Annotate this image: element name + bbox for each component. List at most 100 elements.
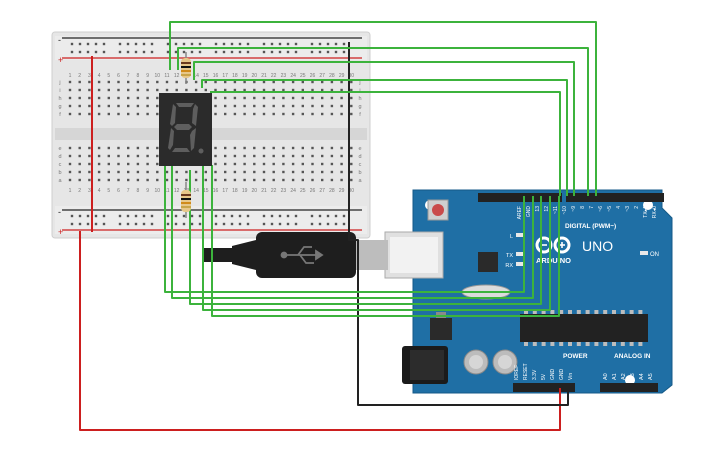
- digital-header-label: DIGITAL (PWM~): [565, 223, 616, 230]
- column-label: 19: [242, 188, 248, 194]
- row-label: g: [58, 104, 61, 110]
- column-label: 26: [310, 188, 316, 194]
- wire-green-9[interactable]: [202, 165, 551, 311]
- column-label: 18: [232, 73, 238, 79]
- led-l: [516, 233, 525, 237]
- column-label: 25: [300, 188, 306, 194]
- column-label: 11: [164, 188, 169, 194]
- column-label: 26: [310, 73, 316, 79]
- analog-pin-label: A3: [630, 373, 636, 380]
- column-label: 17: [222, 188, 228, 194]
- resistor-icon[interactable]: [181, 182, 191, 218]
- column-label: 20: [252, 73, 258, 79]
- column-label: 16: [213, 73, 219, 79]
- wire-5v-red[interactable]: [79, 231, 561, 431]
- wire-green-3[interactable]: [193, 61, 575, 196]
- power-jack[interactable]: [402, 346, 448, 384]
- column-label: 27: [319, 73, 325, 79]
- digital-pin-label: 4: [616, 206, 622, 209]
- column-label: 3: [88, 188, 91, 194]
- column-label: 24: [290, 73, 296, 79]
- rail-plus-label-bottom: +: [58, 227, 63, 237]
- column-label: 19: [242, 73, 248, 79]
- resistor-icon[interactable]: [181, 52, 191, 84]
- usb-cable[interactable]: [204, 231, 444, 279]
- column-label: 4: [98, 188, 101, 194]
- analog-header-label: ANALOG IN: [614, 353, 651, 360]
- column-label: 17: [222, 73, 228, 79]
- analog-pin-label: A2: [621, 373, 627, 380]
- on-label: ON: [650, 252, 659, 258]
- wire-green-6[interactable]: [164, 165, 525, 293]
- rail-minus-label-bottom: -: [58, 207, 61, 217]
- digital-pin-label: ~11: [553, 206, 559, 214]
- analog-pin-label: A5: [648, 373, 654, 380]
- power-pin-label: Vin: [568, 373, 574, 380]
- column-label: 22: [271, 188, 277, 194]
- column-label: 5: [107, 188, 110, 194]
- atmega-chip: [520, 310, 648, 346]
- wire-green-1[interactable]: [169, 21, 597, 196]
- power-pin-label: 5V: [541, 373, 547, 380]
- rail-plus-label: +: [58, 55, 63, 65]
- seven-segment-display-icon[interactable]: [159, 93, 212, 166]
- digital-pin-label: 13: [535, 206, 541, 212]
- column-label: 1: [69, 73, 72, 79]
- power-pin-header[interactable]: [513, 383, 575, 392]
- column-label: 23: [281, 73, 287, 79]
- column-label: 6: [117, 73, 120, 79]
- column-label: 4: [98, 73, 101, 79]
- wire-green-4[interactable]: [201, 79, 568, 196]
- wire-gnd-black[interactable]: [348, 42, 569, 406]
- row-label: i: [59, 88, 60, 94]
- column-label: 8: [137, 73, 140, 79]
- column-label: 3: [88, 73, 91, 79]
- digital-pin-label: ~10: [562, 206, 568, 215]
- wires[interactable]: [79, 21, 597, 431]
- row-label: d: [58, 154, 61, 160]
- row-label: g: [358, 104, 361, 110]
- digital-pin-label: ~9: [571, 206, 577, 212]
- column-label: 7: [127, 188, 130, 194]
- column-label: 30: [349, 73, 355, 79]
- power-pin-label: RESET: [523, 363, 529, 380]
- column-label: 2: [78, 73, 81, 79]
- digital-pin-label: TX▸1: [643, 206, 649, 218]
- wire-green-10[interactable]: [211, 165, 560, 317]
- wire-green-2[interactable]: [177, 47, 589, 196]
- analog-pin-label: A4: [639, 373, 645, 380]
- analog-pin-label: A1: [612, 373, 618, 380]
- column-label: 22: [271, 73, 277, 79]
- reset-button[interactable]: [427, 199, 449, 221]
- power-header-label: POWER: [563, 353, 588, 360]
- digital-pin-label: RX◂0: [652, 206, 658, 218]
- column-label: 18: [232, 188, 238, 194]
- wire-green-8[interactable]: [189, 170, 542, 305]
- led-label: TX: [506, 253, 513, 259]
- row-label: j: [58, 80, 60, 86]
- led-rx: [516, 262, 525, 266]
- column-label: 24: [290, 188, 296, 194]
- column-label: 27: [319, 188, 325, 194]
- wire-green-5[interactable]: [210, 91, 561, 196]
- column-label: 15: [203, 73, 209, 79]
- column-label: 30: [349, 188, 355, 194]
- digital-pin-header[interactable]: [478, 193, 664, 202]
- column-label: 14: [193, 73, 199, 79]
- row-label: h: [358, 96, 361, 102]
- column-label: 10: [155, 73, 161, 79]
- column-label: 9: [146, 188, 149, 194]
- row-label: c: [59, 162, 62, 168]
- power-pin-label: 3.3V: [532, 369, 538, 380]
- analog-pin-header[interactable]: [600, 383, 658, 392]
- column-label: 15: [203, 188, 209, 194]
- power-pin-label: IOREF: [514, 365, 520, 380]
- column-label: 8: [137, 188, 140, 194]
- led-label: L: [510, 234, 513, 240]
- column-label: 28: [329, 188, 335, 194]
- column-label: 21: [261, 188, 267, 194]
- digital-pin-label: ~3: [625, 206, 631, 212]
- wire-green-7[interactable]: [171, 165, 534, 299]
